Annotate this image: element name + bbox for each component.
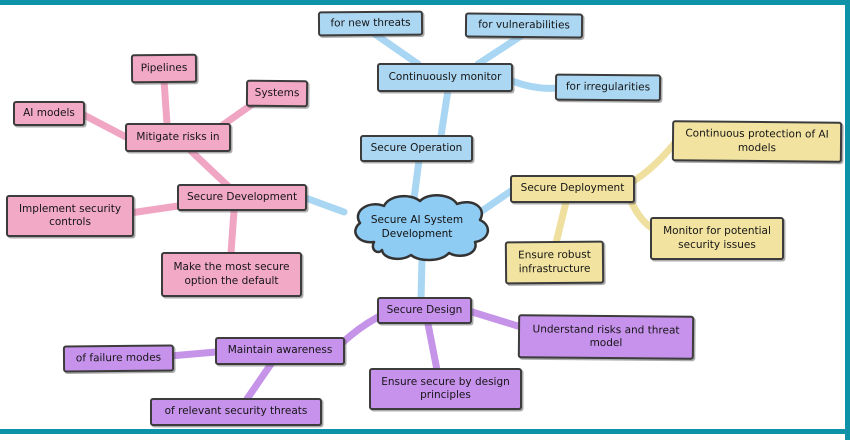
node-for-irregularities[interactable]: for irregularities — [554, 73, 662, 102]
node-label: Maintain awareness — [227, 344, 333, 357]
node-label: Secure Design — [386, 303, 463, 316]
node-label: Ensure robust infrastructure — [518, 249, 591, 275]
node-continuous-protection[interactable]: Continuous protection of AI models — [671, 120, 843, 163]
node-label: for vulnerabilities — [478, 18, 570, 32]
node-label: of failure modes — [75, 351, 162, 365]
node-maintain-awareness[interactable]: Maintain awareness — [215, 337, 345, 365]
node-label: of relevant security threats — [164, 405, 308, 418]
node-secure-development[interactable]: Secure Development — [177, 184, 307, 211]
node-label: Understand risks and threat model — [532, 323, 680, 350]
cloud-shape-icon — [354, 194, 490, 262]
node-mitigate-risks-in[interactable]: Mitigate risks in — [125, 123, 231, 152]
node-ensure-secure-by-design[interactable]: Ensure secure by design principles — [369, 368, 522, 410]
bottom-accent-bar — [0, 429, 850, 434]
node-of-failure-modes[interactable]: of failure modes — [62, 344, 175, 373]
node-pipelines[interactable]: Pipelines — [130, 53, 198, 84]
node-implement-security-controls[interactable]: Implement security controls — [6, 195, 134, 237]
node-secure-operation[interactable]: Secure Operation — [360, 135, 473, 162]
node-label: Systems — [254, 86, 300, 100]
node-label: Implement security controls — [18, 202, 122, 228]
node-label: Pipelines — [140, 61, 188, 75]
center-topic-label: Secure AI System Development — [370, 214, 464, 240]
node-label: Monitor for potential security issues — [663, 225, 771, 251]
node-secure-design[interactable]: Secure Design — [377, 297, 472, 324]
node-label: Make the most secure option the default — [173, 261, 290, 287]
node-label: Secure Development — [186, 190, 298, 203]
node-ensure-robust-infrastructure[interactable]: Ensure robust infrastructure — [504, 240, 605, 285]
node-label: Secure Deployment — [520, 182, 625, 195]
node-make-most-secure-default[interactable]: Make the most secure option the default — [161, 252, 302, 297]
node-systems[interactable]: Systems — [245, 79, 309, 108]
node-label: AI models — [23, 106, 75, 119]
node-continuously-monitor[interactable]: Continuously monitor — [377, 63, 513, 92]
node-secure-deployment[interactable]: Secure Deployment — [510, 175, 635, 203]
node-label: Mitigate risks in — [136, 130, 220, 143]
node-label: Continuously monitor — [388, 70, 502, 83]
top-accent-bar — [0, 0, 850, 5]
node-label: Ensure secure by design principles — [381, 375, 510, 401]
node-label: for new threats — [330, 16, 411, 30]
node-label: for irregularities — [565, 80, 651, 94]
node-center-cloud[interactable]: Secure AI System Development — [341, 192, 493, 264]
node-ai-models[interactable]: AI models — [13, 101, 85, 126]
node-label: Secure Operation — [370, 141, 463, 154]
node-for-vulnerabilities[interactable]: for vulnerabilities — [464, 12, 584, 39]
right-accent-bar — [845, 0, 850, 440]
node-monitor-potential-issues[interactable]: Monitor for potential security issues — [650, 217, 784, 260]
node-label: Continuous protection of AI models — [685, 127, 829, 154]
node-of-relevant-security-threats[interactable]: of relevant security threats — [150, 398, 322, 426]
node-understand-risks-threat-model[interactable]: Understand risks and threat model — [517, 314, 695, 360]
node-for-new-threats[interactable]: for new threats — [317, 10, 424, 37]
